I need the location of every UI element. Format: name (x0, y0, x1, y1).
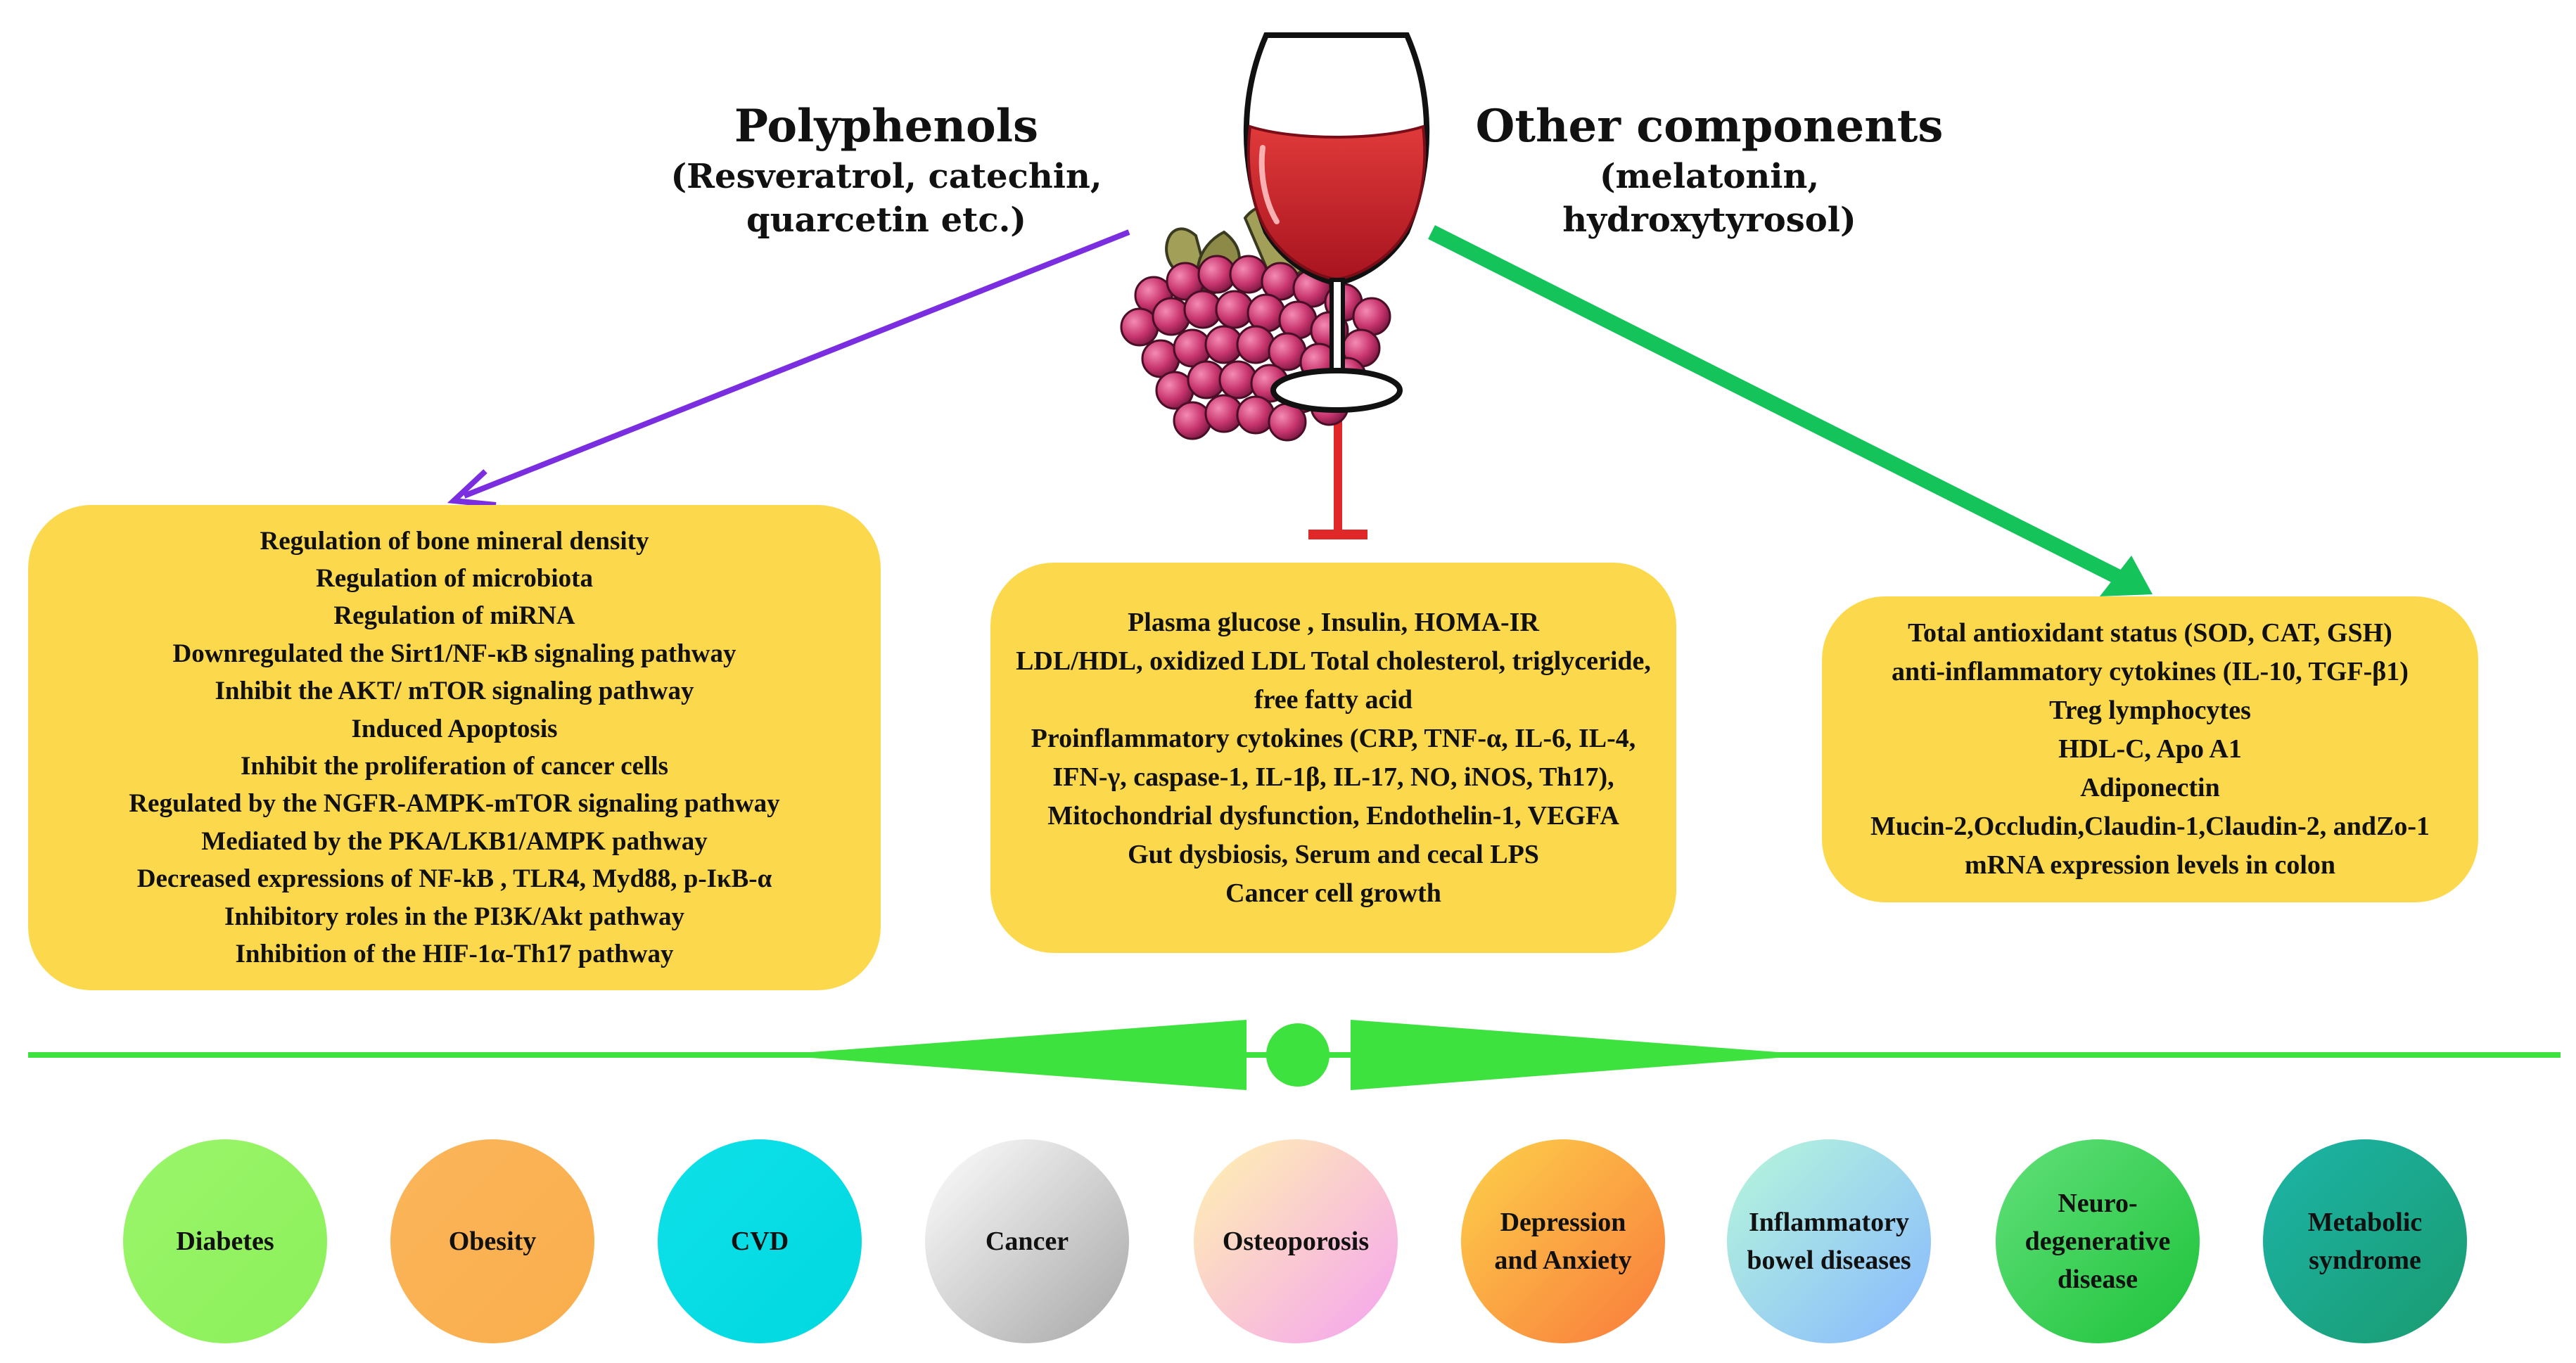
grape (1229, 255, 1268, 294)
disease-circle: Neuro-degenerative disease (1996, 1139, 2200, 1343)
disease-label-line: Neuro- (2058, 1189, 2138, 1218)
disease-label: Diabetes (176, 1222, 274, 1260)
disease-label-line: and Anxiety (1494, 1246, 1632, 1275)
disease-label-line: Inflammatory (1749, 1208, 1909, 1237)
polyphenols-title: Polyphenols (734, 100, 1039, 153)
disease-circle: CVD (658, 1139, 862, 1343)
inhibition-line (1308, 404, 1367, 539)
disease-label-line: Osteoporosis (1222, 1227, 1370, 1256)
box-line: LDL/HDL, oxidized LDL Total cholesterol,… (1016, 646, 1651, 676)
disease-label-line: syndrome (2309, 1246, 2421, 1275)
box-line: Induced Apoptosis (351, 714, 558, 743)
box-line: Inhibit the AKT/ mTOR signaling pathway (215, 677, 694, 706)
disease-label: Cancer (986, 1222, 1069, 1260)
disease-label-line: Metabolic (2307, 1208, 2423, 1237)
disease-label: Metabolic syndrome (2308, 1203, 2423, 1279)
other-components-heading: Other components (melatonin, hydroxytyro… (1449, 98, 1970, 242)
box-line: free fatty acid (1254, 684, 1413, 715)
other-components-arrow (1428, 225, 2153, 596)
polyphenols-effects-box: Regulation of bone mineral density Regul… (28, 505, 881, 990)
wine-glass-icon (1243, 32, 1430, 413)
box-line: anti-inflammatory cytokines (IL-10, TGF-… (1892, 657, 2409, 686)
other-components-subtitle-line1: (melatonin, (1599, 157, 1820, 196)
box-line: Regulation of microbiota (316, 563, 593, 593)
box-line: mRNA expression levels in colon (1964, 850, 2336, 880)
disease-label-line: degenerative (2025, 1227, 2171, 1256)
box-line: Treg lymphocytes (2049, 696, 2251, 725)
box-line: Proinflammatory cytokines (CRP, TNF-α, I… (1031, 723, 1636, 753)
polyphenols-heading: Polyphenols (Resveratrol, catechin, quar… (654, 98, 1118, 242)
disease-circle: Depression and Anxiety (1461, 1139, 1665, 1343)
disease-label-line: disease (2058, 1265, 2138, 1294)
polyphenols-subtitle-line1: (Resveratrol, catechin, (670, 157, 1102, 196)
grape (1236, 325, 1275, 364)
disease-label: Obesity (449, 1222, 537, 1260)
disease-circle: Cancer (925, 1139, 1129, 1343)
grape (1152, 297, 1191, 336)
disease-label: Inflammatory bowel diseases (1747, 1203, 1911, 1279)
other-components-effects-box: Total antioxidant status (SOD, CAT, GSH)… (1822, 596, 2478, 902)
grape (1173, 401, 1212, 440)
grape (1236, 395, 1275, 435)
disease-circle: Metabolic syndrome (2263, 1139, 2467, 1343)
box-line: Gut dysbiosis, Serum and cecal LPS (1128, 839, 1539, 869)
box-line: Regulation of miRNA (333, 601, 575, 631)
box-line: Inhibition of the HIF-1α-Th17 pathway (235, 940, 674, 969)
divider-left-wedge (774, 1020, 1246, 1090)
box-line: Plasma glucose , Insulin, HOMA-IR (1128, 607, 1539, 637)
divider (28, 1020, 2561, 1090)
box-line: Mitochondrial dysfunction, Endothelin-1,… (1047, 800, 1619, 831)
disease-circle: Inflammatory bowel diseases (1727, 1139, 1931, 1343)
disease-label-line: Depression (1500, 1208, 1626, 1237)
disease-label-line: CVD (730, 1227, 789, 1256)
box-line: Total antioxidant status (SOD, CAT, GSH) (1908, 618, 2392, 648)
disease-circle: Osteoporosis (1194, 1139, 1398, 1343)
disease-circle: Obesity (390, 1139, 594, 1343)
box-line: Regulation of bone mineral density (260, 526, 649, 556)
divider-right-wedge (1351, 1020, 1815, 1090)
box-line: Mucin-2,Occludin,Claudin-1,Claudin-2, an… (1870, 812, 2430, 841)
box-line: Downregulated the Sirt1/NF-κB signaling … (172, 639, 737, 668)
box-line: HDL-C, Apo A1 (2058, 734, 2242, 764)
box-line: IFN-γ, caspase-1, IL-1β, IL-17, NO, iNOS… (1052, 762, 1614, 792)
disease-circle: Diabetes (123, 1139, 327, 1343)
box-line: Decreased expressions of NF-kB , TLR4, M… (136, 864, 772, 894)
disease-label-line: Diabetes (176, 1227, 274, 1256)
disease-label: CVD (731, 1222, 789, 1260)
box-line: Inhibitory roles in the PI3K/Akt pathway (224, 902, 685, 931)
divider-center-dot (1266, 1023, 1330, 1087)
disease-label: Osteoporosis (1223, 1222, 1369, 1260)
box-line: Adiponectin (2080, 773, 2220, 802)
other-components-title: Other components (1475, 100, 1944, 153)
box-line: Cancer cell growth (1225, 878, 1441, 908)
other-components-subtitle-line2: hydroxytyrosol) (1562, 200, 1856, 240)
box-line: Regulated by the NGFR-AMPK-mTOR signalin… (129, 789, 780, 819)
inhibited-factors-box: Plasma glucose , Insulin, HOMA-IR LDL/HD… (990, 563, 1676, 953)
disease-label-line: Obesity (448, 1227, 537, 1256)
disease-label: Depression and Anxiety (1494, 1203, 1631, 1279)
polyphenols-arrow (447, 229, 1130, 508)
box-line: Mediated by the PKA/LKB1/AMPK pathway (201, 826, 708, 856)
disease-label-line: Cancer (985, 1227, 1069, 1256)
polyphenols-subtitle-line2: quarcetin etc.) (746, 200, 1026, 240)
box-line: Inhibit the proliferation of cancer cell… (240, 752, 669, 781)
disease-label: Neuro-degenerative disease (2025, 1184, 2171, 1298)
disease-label-line: bowel diseases (1747, 1246, 1911, 1275)
